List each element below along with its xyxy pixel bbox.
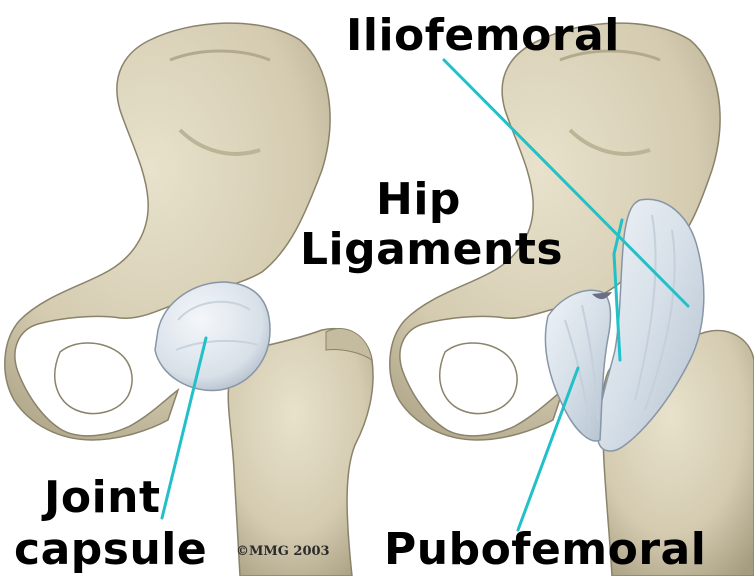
label-ligaments: Ligaments xyxy=(300,228,563,272)
leader-line-pubofemoral xyxy=(518,368,578,530)
label-capsule: capsule xyxy=(14,528,207,572)
label-joint: Joint xyxy=(44,476,161,520)
label-iliofemoral: Iliofemoral xyxy=(346,14,620,58)
label-pubofemoral: Pubofemoral xyxy=(384,528,706,572)
copyright-notice: ©MMG 2003 xyxy=(236,544,330,559)
label-hip: Hip xyxy=(376,178,456,222)
